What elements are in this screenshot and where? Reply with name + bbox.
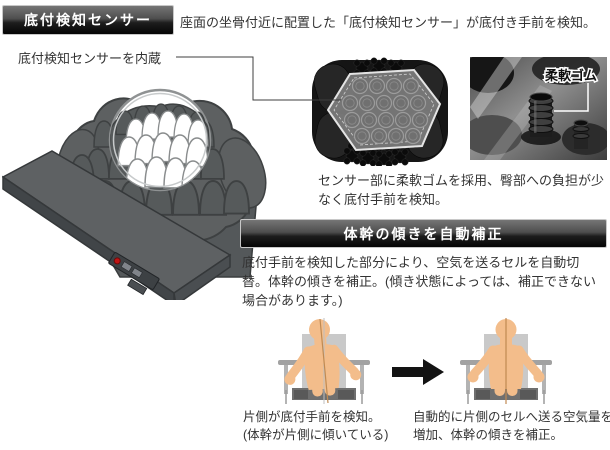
- left-figure-caption-line2: (体幹が片側に傾いている): [243, 428, 389, 442]
- secondary-rubber-part: [572, 119, 590, 149]
- cushion-top-photo: [312, 57, 448, 166]
- right-figure-caption: 自動的に片側のセルへ送る空気量を 増加、体幹の傾きを補正。: [413, 408, 610, 444]
- section1-header-label: 底付検知センサー: [24, 12, 152, 28]
- left-figure-caption: 片側が底付手前を検知。 (体幹が片側に傾いている): [243, 408, 388, 444]
- section1-header: 底付検知センサー: [2, 5, 174, 35]
- rubber-closeup-photo: 柔軟ゴム: [470, 57, 607, 160]
- left-figure-caption-line1: 片側が底付手前を検知。: [243, 410, 381, 424]
- section2-header: 体幹の傾きを自動補正: [240, 219, 607, 248]
- wheelchair-figure-corrected: [460, 318, 552, 404]
- control-panel: [108, 252, 160, 296]
- arrow-right-icon: [392, 359, 444, 385]
- person-upright: [467, 319, 545, 396]
- flexible-rubber-part: [528, 92, 554, 137]
- sensor-cells-grid: [341, 77, 429, 145]
- cushion-illustration: [2, 88, 267, 300]
- wheelchair-figure-tilted: [278, 318, 370, 404]
- rubber-label: 柔軟ゴム: [544, 68, 597, 83]
- rubber-pointer-line: [554, 83, 589, 112]
- power-led: [113, 257, 121, 265]
- magnifier-lens-icon: [108, 88, 212, 192]
- photo-caption: センサー部に柔軟ゴムを採用、臀部への負担が少なく底付手前を検知。: [318, 173, 605, 207]
- person-tilted: [284, 319, 362, 397]
- right-figure-caption-line2: 増加、体幹の傾きを補正。: [413, 428, 564, 442]
- right-figure-caption-line1: 自動的に片側のセルへ送る空気量を: [413, 410, 610, 424]
- builtin-sensor-label: 底付検知センサーを内蔵: [18, 51, 162, 66]
- section2-description: 底付手前を検知した部分により、空気を送るセルを自動切替。体幹の傾きを補正。(傾き…: [242, 255, 597, 308]
- section2-header-label: 体幹の傾きを自動補正: [343, 225, 504, 242]
- trunk-tilt-line: [319, 318, 329, 404]
- section1-intro-text: 座面の坐骨付近に配置した「底付検知センサー」が底付き手前を検知。: [180, 15, 597, 30]
